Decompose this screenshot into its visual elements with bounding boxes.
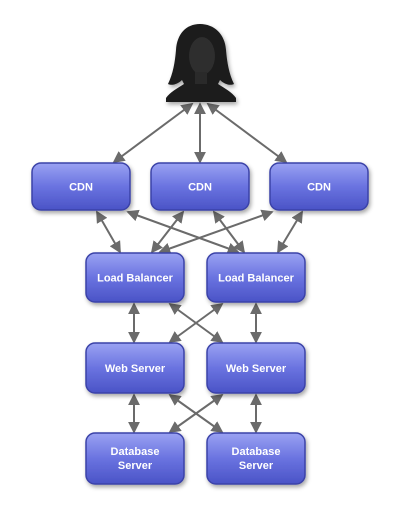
web-server-node: Web Server [206,342,306,394]
load-balancer-node: Load Balancer [85,252,185,303]
connections [96,102,303,434]
web-server-label: Web Server [226,363,287,375]
cdn-node: CDN [269,162,369,211]
cdn-node: CDN [150,162,250,211]
database-label-line1: Database [232,446,281,458]
arrow-cdn1-lb2 [126,209,240,255]
database-server-node: Database Server [85,432,185,485]
arrow-user-cdn-1 [112,102,194,164]
arrow-cdn1-lb1 [96,210,121,254]
arrow-lb2-web1 [168,302,224,344]
database-label-line2: Server [118,460,153,472]
database-label-line2: Server [239,460,274,472]
cdn-label: CDN [307,182,331,194]
database-label-line1: Database [111,446,160,458]
cdn-label: CDN [188,182,212,194]
cdn-label: CDN [69,182,93,194]
web-server-label: Web Server [105,363,166,375]
load-balancer-label: Load Balancer [97,273,174,285]
person-silhouette-icon [166,24,236,102]
load-balancer-node: Load Balancer [206,252,306,303]
web-server-node: Web Server [85,342,185,394]
arrow-cdn3-lb1 [158,209,274,255]
database-server-node: Database Server [206,432,306,485]
cdn-node: CDN [31,162,131,211]
load-balancer-label: Load Balancer [218,273,295,285]
arrow-cdn3-lb2 [277,210,303,254]
arrow-user-cdn-3 [206,102,288,164]
arrow-web2-db1 [168,393,224,434]
